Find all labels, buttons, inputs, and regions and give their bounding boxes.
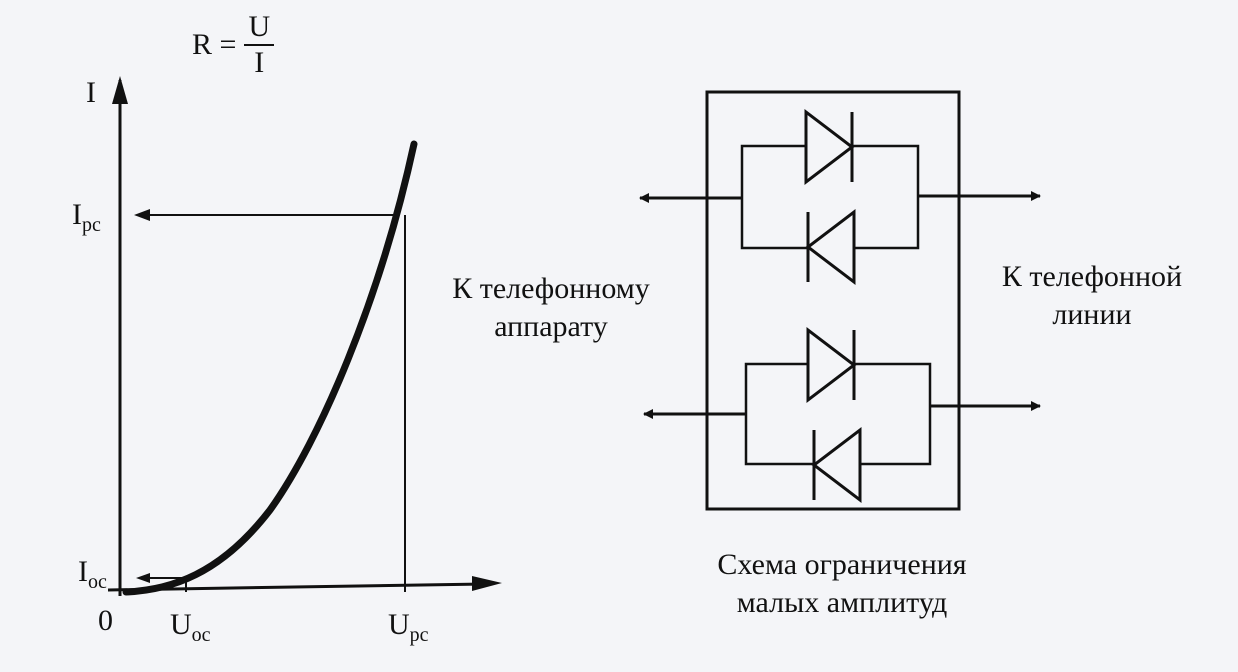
- y-axis-label: I: [86, 76, 96, 109]
- iv-curve: [122, 140, 418, 596]
- circuit-caption: Схема ограничения малых амплитуд: [672, 546, 1012, 622]
- tick-i-pc-main: I: [72, 198, 82, 231]
- tick-label-u-oc: Uoc: [170, 608, 211, 646]
- x-axis: [107, 582, 486, 592]
- formula-lhs: R =: [192, 28, 237, 61]
- tick-label-i-pc: Ipc: [72, 198, 101, 236]
- tick-u-oc-main: U: [170, 608, 192, 641]
- left-label-line-1: К телефонному: [452, 272, 650, 305]
- right-label-line-2: линии: [1052, 298, 1132, 331]
- caption-line-2: малых амплитуд: [736, 586, 948, 619]
- i-oc-arrow: [136, 573, 150, 583]
- resistance-formula: R = U I: [192, 12, 275, 79]
- tick-u-pc-main: U: [388, 608, 410, 641]
- left-label-line-2: аппарату: [494, 310, 608, 343]
- tick-i-oc-sub: oc: [88, 571, 107, 593]
- tick-label-u-pc: Upc: [388, 608, 429, 646]
- tick-u-oc-sub: oc: [191, 624, 211, 646]
- diode-upper-forward: [804, 108, 855, 186]
- label-to-telephone-line: К телефонной линии: [972, 258, 1212, 334]
- circuit-box: [705, 90, 961, 511]
- x-axis-arrow: [472, 576, 502, 591]
- tick-i-oc-main: I: [78, 555, 88, 588]
- diode-upper-reverse: [805, 208, 856, 286]
- tick-label-i-oc: Ioc: [78, 555, 107, 593]
- caption-line-1: Схема ограничения: [717, 548, 967, 581]
- formula-denominator: I: [254, 46, 265, 79]
- tick-u-pc-sub: pc: [409, 624, 429, 646]
- origin-label: 0: [98, 604, 113, 637]
- formula-numerator: U: [244, 12, 275, 46]
- right-label-line-1: К телефонной: [1001, 260, 1183, 293]
- y-axis-arrow: [112, 76, 128, 104]
- tick-i-pc-sub: pc: [82, 214, 101, 236]
- limiter-circuit: [639, 90, 1041, 511]
- diode-lower-reverse: [811, 426, 862, 504]
- diode-lower-forward: [806, 326, 857, 404]
- i-pc-arrow: [134, 209, 150, 221]
- label-to-telephone-set: К телефонному аппарату: [426, 270, 676, 346]
- iv-graph: [107, 76, 502, 596]
